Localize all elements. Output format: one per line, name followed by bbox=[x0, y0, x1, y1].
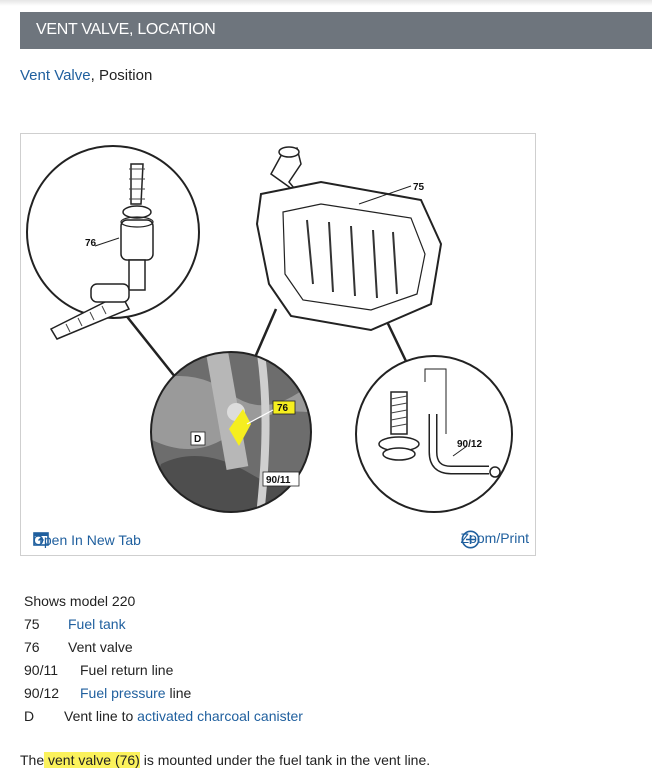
open-in-new-tab-label: Open In New Tab bbox=[33, 532, 141, 548]
figure-toolbar: Open In New Tab Zoom/Print bbox=[21, 526, 535, 556]
legend-item-90-12: 90/12 Fuel pressure line bbox=[24, 685, 191, 705]
callout-90-12: 90/12 bbox=[457, 439, 482, 450]
diagram-figure: 76 75 bbox=[20, 133, 536, 556]
top-shadow bbox=[0, 0, 652, 6]
fuel-tank-link[interactable]: Fuel tank bbox=[68, 616, 126, 632]
legend-code: 90/12 bbox=[24, 685, 60, 701]
section-title: VENT VALVE, LOCATION bbox=[36, 21, 216, 38]
fuel-tank-drawing bbox=[255, 146, 443, 332]
subtitle-rest: , Position bbox=[90, 67, 153, 84]
legend-item-75: 75 Fuel tank bbox=[24, 616, 126, 636]
fuel-tank-diagram: 76 75 bbox=[26, 145, 513, 513]
legend-text: Vent line to bbox=[64, 708, 138, 724]
page-subtitle: Vent Valve, Position bbox=[20, 67, 152, 84]
legend-code: 90/11 bbox=[24, 662, 58, 678]
highlighted-vent-valve: vent valve (76) bbox=[44, 752, 140, 768]
callout-d: D bbox=[194, 434, 201, 445]
open-tab-icon bbox=[33, 532, 49, 546]
legend-text: line bbox=[165, 685, 192, 701]
legend-code: D bbox=[24, 708, 35, 724]
open-in-new-tab-button[interactable]: Open In New Tab bbox=[33, 532, 141, 548]
charcoal-canister-link[interactable]: activated charcoal canister bbox=[137, 708, 303, 724]
vent-valve-link[interactable]: Vent Valve bbox=[20, 67, 91, 84]
legend-item-90-11: 90/11 Fuel return line bbox=[24, 662, 173, 682]
fuel-pressure-link[interactable]: Fuel pressure bbox=[80, 685, 166, 701]
zoom-print-button[interactable]: Zoom/Print bbox=[461, 530, 529, 549]
legend-text: Fuel return line bbox=[80, 662, 174, 678]
legend-code: 76 bbox=[24, 639, 40, 655]
legend-item-d: D Vent line to activated charcoal caniste… bbox=[24, 708, 303, 728]
sentence-end: is mounted under the fuel tank in the ve… bbox=[139, 752, 431, 768]
description-sentence: The vent valve (76) is mounted under the… bbox=[20, 752, 430, 768]
photo-detail-circle bbox=[150, 351, 312, 513]
section-header: VENT VALVE, LOCATION bbox=[20, 12, 652, 49]
sentence-start: The bbox=[20, 752, 45, 768]
vent-valve-detail-circle bbox=[26, 145, 200, 340]
callout-90-11: 90/11 bbox=[266, 475, 291, 486]
legend-item-76: 76 Vent valve bbox=[24, 639, 133, 659]
callout-75: 75 bbox=[413, 182, 425, 193]
callout-76-left: 76 bbox=[85, 238, 97, 249]
legend-code: 75 bbox=[24, 616, 40, 632]
callout-76-photo: 76 bbox=[277, 403, 289, 414]
legend-title: Shows model 220 bbox=[24, 593, 136, 609]
fuel-line-detail-circle bbox=[355, 355, 513, 513]
connector-line-center bbox=[251, 308, 278, 363]
legend-text: Vent valve bbox=[68, 639, 133, 655]
zoom-plus-icon bbox=[461, 530, 480, 549]
